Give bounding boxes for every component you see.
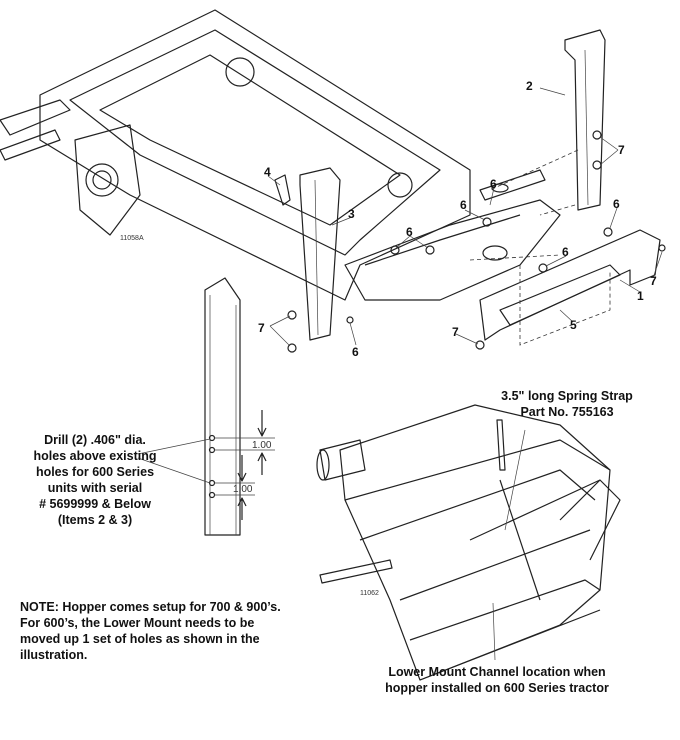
svg-text:7: 7	[258, 321, 265, 335]
svg-text:3: 3	[348, 207, 355, 221]
hopper-figure-id: 11062	[360, 590, 379, 597]
drill-detail: 1.00 1.00	[137, 277, 275, 536]
item-3-upright	[299, 167, 341, 341]
item-1-channel	[479, 229, 661, 341]
callout-numbers: 2 7 6 6 6 6 6 4 3 1 5 7 7 7 6	[258, 79, 657, 359]
svg-text:6: 6	[562, 245, 569, 259]
svg-text:6: 6	[352, 345, 359, 359]
lower-mount-note: Lower Mount Channel location when hopper…	[385, 665, 609, 695]
item-4-bracket	[274, 174, 291, 206]
item-5-plate	[499, 264, 621, 326]
frame-figure-id: 11058A	[120, 235, 144, 242]
svg-text:illustration.: illustration.	[20, 648, 87, 662]
dimension-upper: 1.00	[252, 440, 272, 451]
svg-text:2: 2	[526, 79, 533, 93]
svg-text:# 5699999 & Below: # 5699999 & Below	[39, 497, 151, 511]
svg-text:7: 7	[650, 274, 657, 288]
svg-text:(Items 2 & 3): (Items 2 & 3)	[58, 513, 132, 527]
svg-text:moved up 1 set of holes as sho: moved up 1 set of holes as shown in the	[20, 632, 260, 646]
svg-text:For 600’s, the Lower Mount nee: For 600’s, the Lower Mount needs to be	[20, 616, 254, 630]
svg-text:hopper installed on 600 Series: hopper installed on 600 Series tractor	[385, 681, 609, 695]
svg-text:holes above existing: holes above existing	[34, 449, 157, 463]
svg-text:7: 7	[452, 325, 459, 339]
svg-text:holes for 600 Series: holes for 600 Series	[36, 465, 154, 479]
svg-text:6: 6	[613, 197, 620, 211]
svg-text:6: 6	[406, 225, 413, 239]
svg-text:3.5" long Spring Strap: 3.5" long Spring Strap	[501, 389, 633, 403]
svg-text:5: 5	[570, 318, 577, 332]
tractor-frame: 11058A	[0, 9, 561, 301]
item-2-upright	[564, 29, 606, 211]
svg-text:Part No. 755163: Part No. 755163	[520, 405, 613, 419]
svg-text:Drill (2) .406" dia.: Drill (2) .406" dia.	[44, 433, 146, 447]
hopper-illustration: 11062	[316, 404, 621, 681]
hopper-setup-note: NOTE: Hopper comes setup for 700 & 900’s…	[20, 600, 281, 662]
dimension-lower: 1.00	[233, 484, 253, 495]
svg-text:units with serial: units with serial	[48, 481, 142, 495]
fasteners	[287, 130, 666, 353]
svg-text:1: 1	[637, 289, 644, 303]
svg-text:Lower Mount Channel location w: Lower Mount Channel location when	[388, 665, 605, 679]
svg-text:6: 6	[490, 177, 497, 191]
drill-note: Drill (2) .406" dia. holes above existin…	[34, 433, 157, 527]
spring-strap-note: 3.5" long Spring Strap Part No. 755163	[501, 389, 633, 419]
svg-text:4: 4	[264, 165, 271, 179]
svg-text:7: 7	[618, 143, 625, 157]
svg-text:NOTE: Hopper comes setup for: NOTE: Hopper comes setup for 700 & 900’s…	[20, 600, 281, 614]
svg-text:6: 6	[460, 198, 467, 212]
